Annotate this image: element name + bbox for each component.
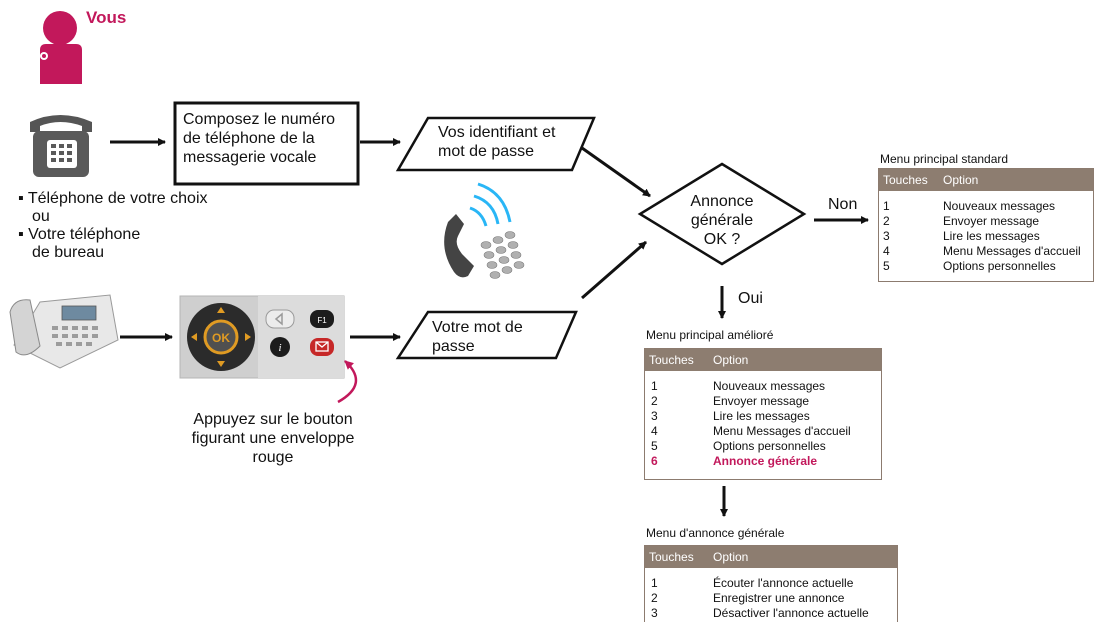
row-key: 2 bbox=[651, 591, 658, 605]
bullet-marker: ▪ bbox=[18, 190, 28, 207]
row-key: 5 bbox=[883, 259, 890, 273]
info-key-label: i bbox=[278, 342, 281, 354]
row-key: 1 bbox=[883, 199, 890, 213]
table-row: 2 Envoyer message bbox=[645, 394, 881, 409]
row-option: Nouveaux messages bbox=[943, 199, 1056, 213]
menu-ameliore-header: Touches Option bbox=[645, 349, 881, 371]
you-label: Vous bbox=[86, 8, 127, 27]
arrow-step2b-to-decision bbox=[581, 240, 647, 300]
person-icon bbox=[40, 11, 82, 84]
col-touches-header: Touches bbox=[649, 550, 694, 564]
row-key: 5 bbox=[651, 439, 658, 453]
step2a-parallelogram bbox=[395, 116, 596, 172]
menu-ameliore-title: Menu principal amélioré bbox=[646, 328, 774, 342]
row-option: Options personnelles bbox=[713, 439, 826, 453]
row-option: Lire les messages bbox=[713, 409, 810, 423]
menu-standard-header: Touches Option bbox=[879, 169, 1093, 191]
arrow-step2a-to-decision bbox=[581, 146, 651, 198]
row-option: Menu Messages d'accueil bbox=[943, 244, 1081, 258]
table-row: 3 Désactiver l'annonce actuelle bbox=[645, 606, 897, 621]
row-option: Options personnelles bbox=[943, 259, 1056, 273]
table-row: 5 Options personnelles bbox=[645, 439, 881, 454]
row-option: Désactiver l'annonce actuelle bbox=[713, 606, 869, 620]
col-option-header: Option bbox=[713, 353, 749, 367]
menu-annonce-rows: 1 Écouter l'annonce actuelle 2 Enregistrer… bbox=[645, 568, 897, 621]
row-key: 3 bbox=[651, 606, 658, 620]
menu-annonce-table: Touches Option 1 Écouter l'annonce actuel… bbox=[644, 545, 898, 622]
row-option: Enregistrer une annonce bbox=[713, 591, 845, 605]
col-touches-header: Touches bbox=[649, 353, 694, 367]
col-option-header: Option bbox=[943, 173, 979, 187]
row-key: 3 bbox=[883, 229, 890, 243]
table-row: 1 Nouveaux messages bbox=[645, 379, 881, 394]
table-row: 1 Écouter l'annonce actuelle bbox=[645, 576, 897, 591]
handset-icon bbox=[444, 182, 525, 279]
row-key: 2 bbox=[651, 394, 658, 408]
office-phone-line-2: de bureau bbox=[32, 244, 105, 261]
decision-diamond bbox=[637, 162, 807, 266]
menu-standard-title: Menu principal standard bbox=[880, 152, 1009, 166]
table-row: 2 Enregistrer une annonce bbox=[645, 591, 897, 606]
row-key: 4 bbox=[651, 424, 658, 438]
phone-choice-text: Téléphone de votre choix bbox=[27, 190, 208, 207]
press-note: Appuyez sur le bouton figurant une envel… bbox=[191, 411, 355, 466]
decision-text: Annonce générale OK ? bbox=[690, 193, 754, 248]
table-row: 1 Nouveaux messages bbox=[879, 199, 1093, 214]
menu-annonce-title: Menu d'annonce générale bbox=[646, 526, 785, 540]
step2b-text: Votre mot de passe bbox=[432, 319, 523, 355]
decision-yes-label: Oui bbox=[738, 290, 763, 307]
menu-ameliore-table: Touches Option 1 Nouveaux messages 2 Envoy… bbox=[644, 348, 882, 480]
row-option: Envoyer message bbox=[713, 394, 810, 408]
phone-choice-line: ▪ Téléphone de votre choix bbox=[18, 190, 248, 208]
menu-standard-table: Touches Option 1 Nouveaux messages 2 Envoy… bbox=[878, 168, 1094, 282]
menu-ameliore-rows: 1 Nouveaux messages 2 Envoyer message 3 Lir… bbox=[645, 371, 881, 469]
bullet-marker: ▪ bbox=[18, 226, 29, 243]
ok-key-label: OK bbox=[212, 331, 230, 345]
table-row: 4 Menu Messages d'accueil bbox=[879, 244, 1093, 259]
or-line: ou bbox=[32, 208, 50, 225]
row-key: 3 bbox=[651, 409, 658, 423]
f1-key-label: F1 bbox=[317, 316, 327, 325]
office-phone-icon bbox=[9, 294, 119, 369]
menu-annonce-header: Touches Option bbox=[645, 546, 897, 568]
table-row: 4 Menu Messages d'accueil bbox=[645, 424, 881, 439]
row-key: 6 bbox=[651, 454, 658, 468]
row-option: Annonce générale bbox=[713, 454, 818, 468]
row-option: Nouveaux messages bbox=[713, 379, 826, 393]
decision-no-label: Non bbox=[828, 196, 858, 213]
table-row: 5 Options personnelles bbox=[879, 259, 1093, 274]
row-key: 1 bbox=[651, 576, 658, 590]
row-option: Écouter l'annonce actuelle bbox=[713, 576, 854, 590]
row-option: Lire les messages bbox=[943, 229, 1040, 243]
red-pointer-arrow bbox=[337, 360, 357, 404]
step2b-parallelogram bbox=[395, 310, 578, 360]
desk-phone-icon bbox=[30, 115, 92, 177]
table-row: 2 Envoyer message bbox=[879, 214, 1093, 229]
row-key: 1 bbox=[651, 379, 658, 393]
step2a-text: Vos identifiant et mot de passe bbox=[438, 124, 556, 160]
step1-box bbox=[173, 101, 360, 186]
phones-note: ▪ Téléphone de votre choix ou ▪ Votre té… bbox=[18, 190, 248, 262]
menu-standard-rows: 1 Nouveaux messages 2 Envoyer message 3 Lir… bbox=[879, 191, 1093, 274]
row-key: 4 bbox=[883, 244, 890, 258]
row-option: Menu Messages d'accueil bbox=[713, 424, 851, 438]
keypad-panel bbox=[179, 295, 345, 379]
table-row-highlighted: 6 Annonce générale bbox=[645, 454, 881, 469]
table-row: 3 Lire les messages bbox=[645, 409, 881, 424]
step1-text: Composez le numéro de téléphone de la me… bbox=[183, 111, 336, 166]
col-option-header: Option bbox=[713, 550, 749, 564]
table-row: 3 Lire les messages bbox=[879, 229, 1093, 244]
row-option: Envoyer message bbox=[943, 214, 1040, 228]
office-phone-text: Votre téléphone bbox=[28, 226, 141, 243]
row-key: 2 bbox=[883, 214, 890, 228]
office-phone-line: ▪ Votre téléphone bbox=[18, 226, 248, 244]
col-touches-header: Touches bbox=[883, 173, 928, 187]
